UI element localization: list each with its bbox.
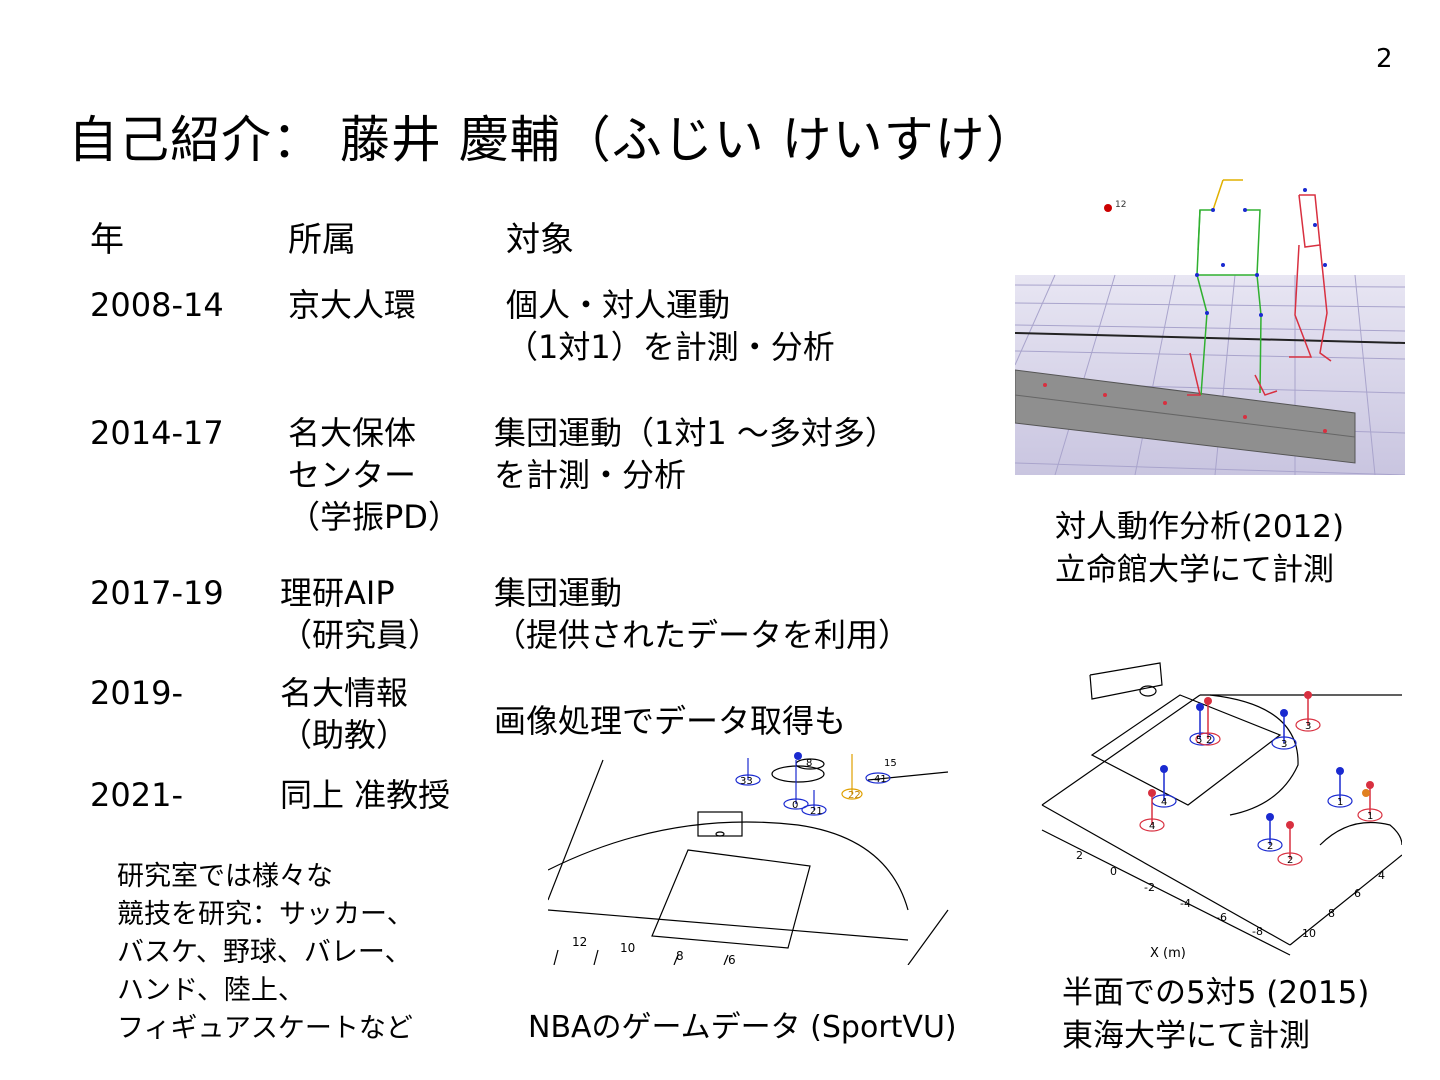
player-label: 15 [884, 758, 897, 769]
player-label: 1 [1367, 811, 1373, 822]
player-label: 4 [1161, 797, 1167, 808]
slide-title: 自己紹介： 藤井 慶輔（ふじい けいすけ） [68, 111, 1037, 169]
half-court-caption: 半面での5対5 (2015) 東海大学にて計測 [1062, 975, 1370, 1054]
row-affiliation: 理研AIP （研究員） [280, 574, 441, 654]
motion-capture-figure: 12 [1015, 165, 1405, 475]
row-year: 2021- [90, 776, 183, 814]
row-affiliation: 京大人環 [288, 286, 417, 324]
motion-capture-caption: 対人動作分析(2012) 立命館大学にて計測 [1055, 509, 1345, 588]
row-year: 2014-17 [90, 414, 224, 452]
row-target: 画像処理でデータ取得も [494, 702, 847, 740]
player-label: 8 [806, 758, 812, 769]
half-court-figure: 2 0 -2 -4 -6 -8 4 6 8 10 X (m) [1041, 662, 1402, 961]
player-label: 4 [1149, 821, 1155, 832]
header-affiliation: 所属 [288, 220, 356, 260]
x-tick: 4 [1378, 869, 1385, 882]
row-target: 集団運動（1対1 〜多対多） を計測・分析 [494, 414, 897, 494]
x-tick: 8 [1328, 907, 1335, 920]
player-label: 2 [1287, 855, 1293, 866]
lab-note: 研究室では様々な 競技を研究：サッカー、 バスケ、野球、バレー、 ハンド、陸上、… [117, 861, 414, 1044]
player-label: 2 [1267, 841, 1273, 852]
row-year: 2019- [90, 674, 183, 712]
y-tick: -2 [1144, 881, 1155, 894]
player-label: 41 [874, 774, 887, 785]
player-label: 21 [810, 806, 823, 817]
player-label: 3 [1305, 721, 1311, 732]
page-number: 2 [1376, 44, 1393, 74]
row-year: 2008-14 [90, 286, 224, 324]
row-target: 個人・対人運動 （1対1）を計測・分析 [506, 286, 835, 366]
player-label: 0 [792, 800, 798, 811]
row-target: 集団運動 （提供されたデータを利用） [494, 574, 911, 654]
marker-label: 12 [1115, 200, 1126, 210]
axis-label: 10 [620, 941, 635, 955]
y-tick: 2 [1076, 849, 1083, 862]
player-label: 3 [1281, 739, 1287, 750]
axis-label: 6 [728, 953, 736, 965]
y-tick: 0 [1110, 865, 1117, 878]
row-year: 2017-19 [90, 574, 224, 612]
player-label: 2 [1206, 735, 1212, 746]
x-tick: 10 [1302, 927, 1316, 940]
player-label: 1 [1337, 797, 1343, 808]
axis-label: 8 [676, 949, 684, 963]
header-year: 年 [90, 220, 124, 260]
row-affiliation: 名大保体 センター （学振PD） [288, 414, 460, 536]
player-label: 33 [740, 776, 753, 787]
row-affiliation: 名大情報 （助教） [280, 674, 409, 754]
y-tick: -6 [1216, 911, 1227, 924]
x-axis-label: X (m) [1150, 946, 1186, 961]
nba-caption: NBAのゲームデータ (SportVU) [528, 1010, 957, 1045]
header-target: 対象 [506, 220, 574, 260]
axis-label: 12 [572, 935, 587, 949]
nba-court-figure: 12 10 8 6 33 8 15 0 21 22 41 [548, 752, 949, 965]
player-label: 22 [848, 790, 861, 801]
x-tick: 6 [1354, 887, 1361, 900]
y-tick: -8 [1252, 925, 1263, 938]
y-tick: -4 [1180, 897, 1191, 910]
player-label: 5 [1196, 735, 1202, 746]
row-affiliation: 同上 准教授 [280, 776, 451, 814]
